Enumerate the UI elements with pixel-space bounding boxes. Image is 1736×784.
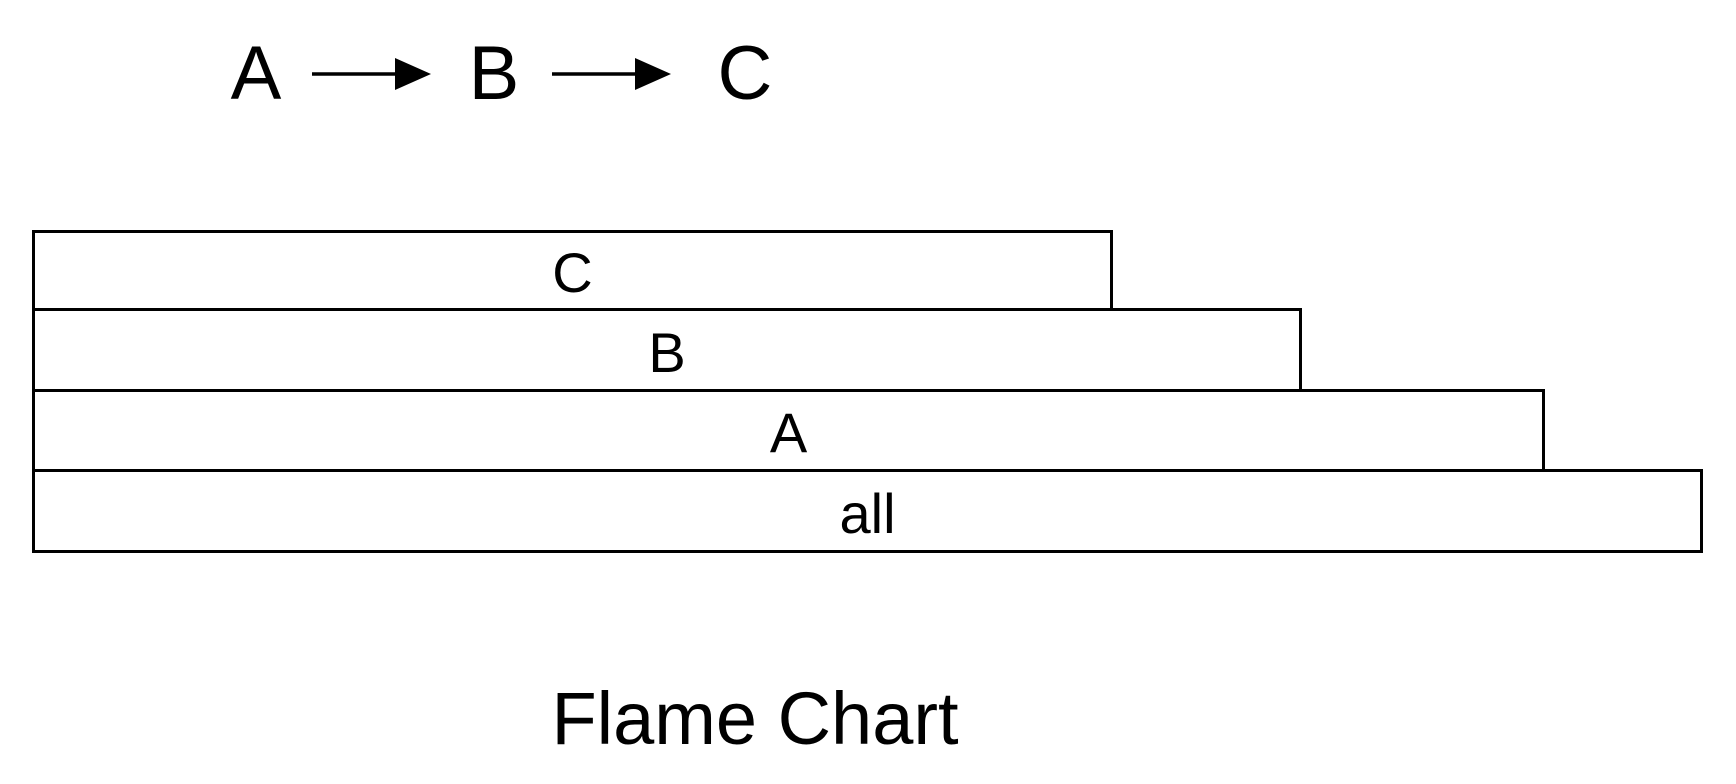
flame-bar-label: C xyxy=(552,241,593,304)
flame-bar-A: A xyxy=(32,389,1545,472)
flame-bar-all: all xyxy=(32,469,1703,553)
flame-bar-C: C xyxy=(32,230,1113,311)
call-chain-node-c: C xyxy=(717,31,773,116)
flame-chart: C B A all xyxy=(32,230,1703,553)
call-chain-node-a: A xyxy=(230,31,282,116)
arrow-right-icon xyxy=(312,58,431,90)
flame-bar-B: B xyxy=(32,308,1302,392)
call-chain-node-b: B xyxy=(468,31,520,116)
arrow-right-icon xyxy=(552,58,671,90)
chart-title: Flame Chart xyxy=(551,677,959,760)
flame-bar-label: B xyxy=(648,320,686,384)
call-chain: A B C xyxy=(0,36,1736,112)
flame-bar-label: A xyxy=(769,401,808,464)
flame-bar-label: all xyxy=(839,481,896,545)
